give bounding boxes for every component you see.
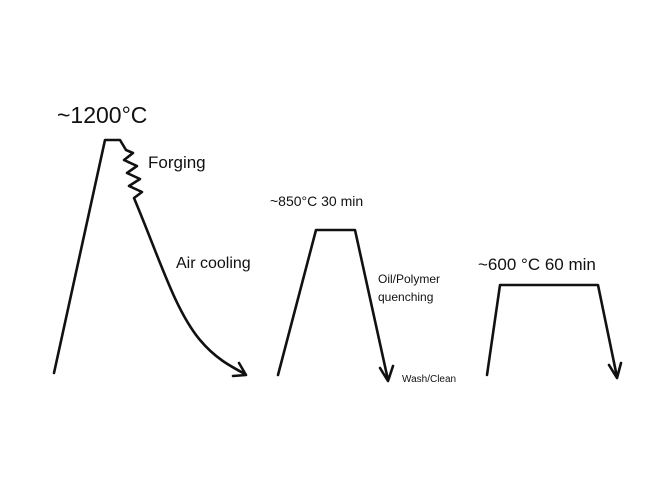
tempering-arrowhead (607, 361, 623, 380)
forging-temperature-label: ~1200°C (57, 102, 148, 128)
forging-label: Forging (148, 153, 206, 172)
forging-curve (52, 138, 247, 376)
forging-arrowhead (231, 361, 248, 378)
quench-label-line2: quenching (378, 290, 434, 304)
hardening-arrowhead (378, 364, 395, 383)
wash-clean-label: Wash/Clean (402, 374, 457, 385)
quench-label-line1: Oil/Polymer (378, 272, 441, 286)
air-cooling-label: Air cooling (176, 255, 251, 272)
hardening-temperature-label: ~850°C 30 min (270, 193, 364, 209)
tempering-curve (485, 283, 619, 379)
hardening-curve (276, 228, 390, 382)
tempering-temperature-label: ~600 °C 60 min (478, 255, 596, 274)
